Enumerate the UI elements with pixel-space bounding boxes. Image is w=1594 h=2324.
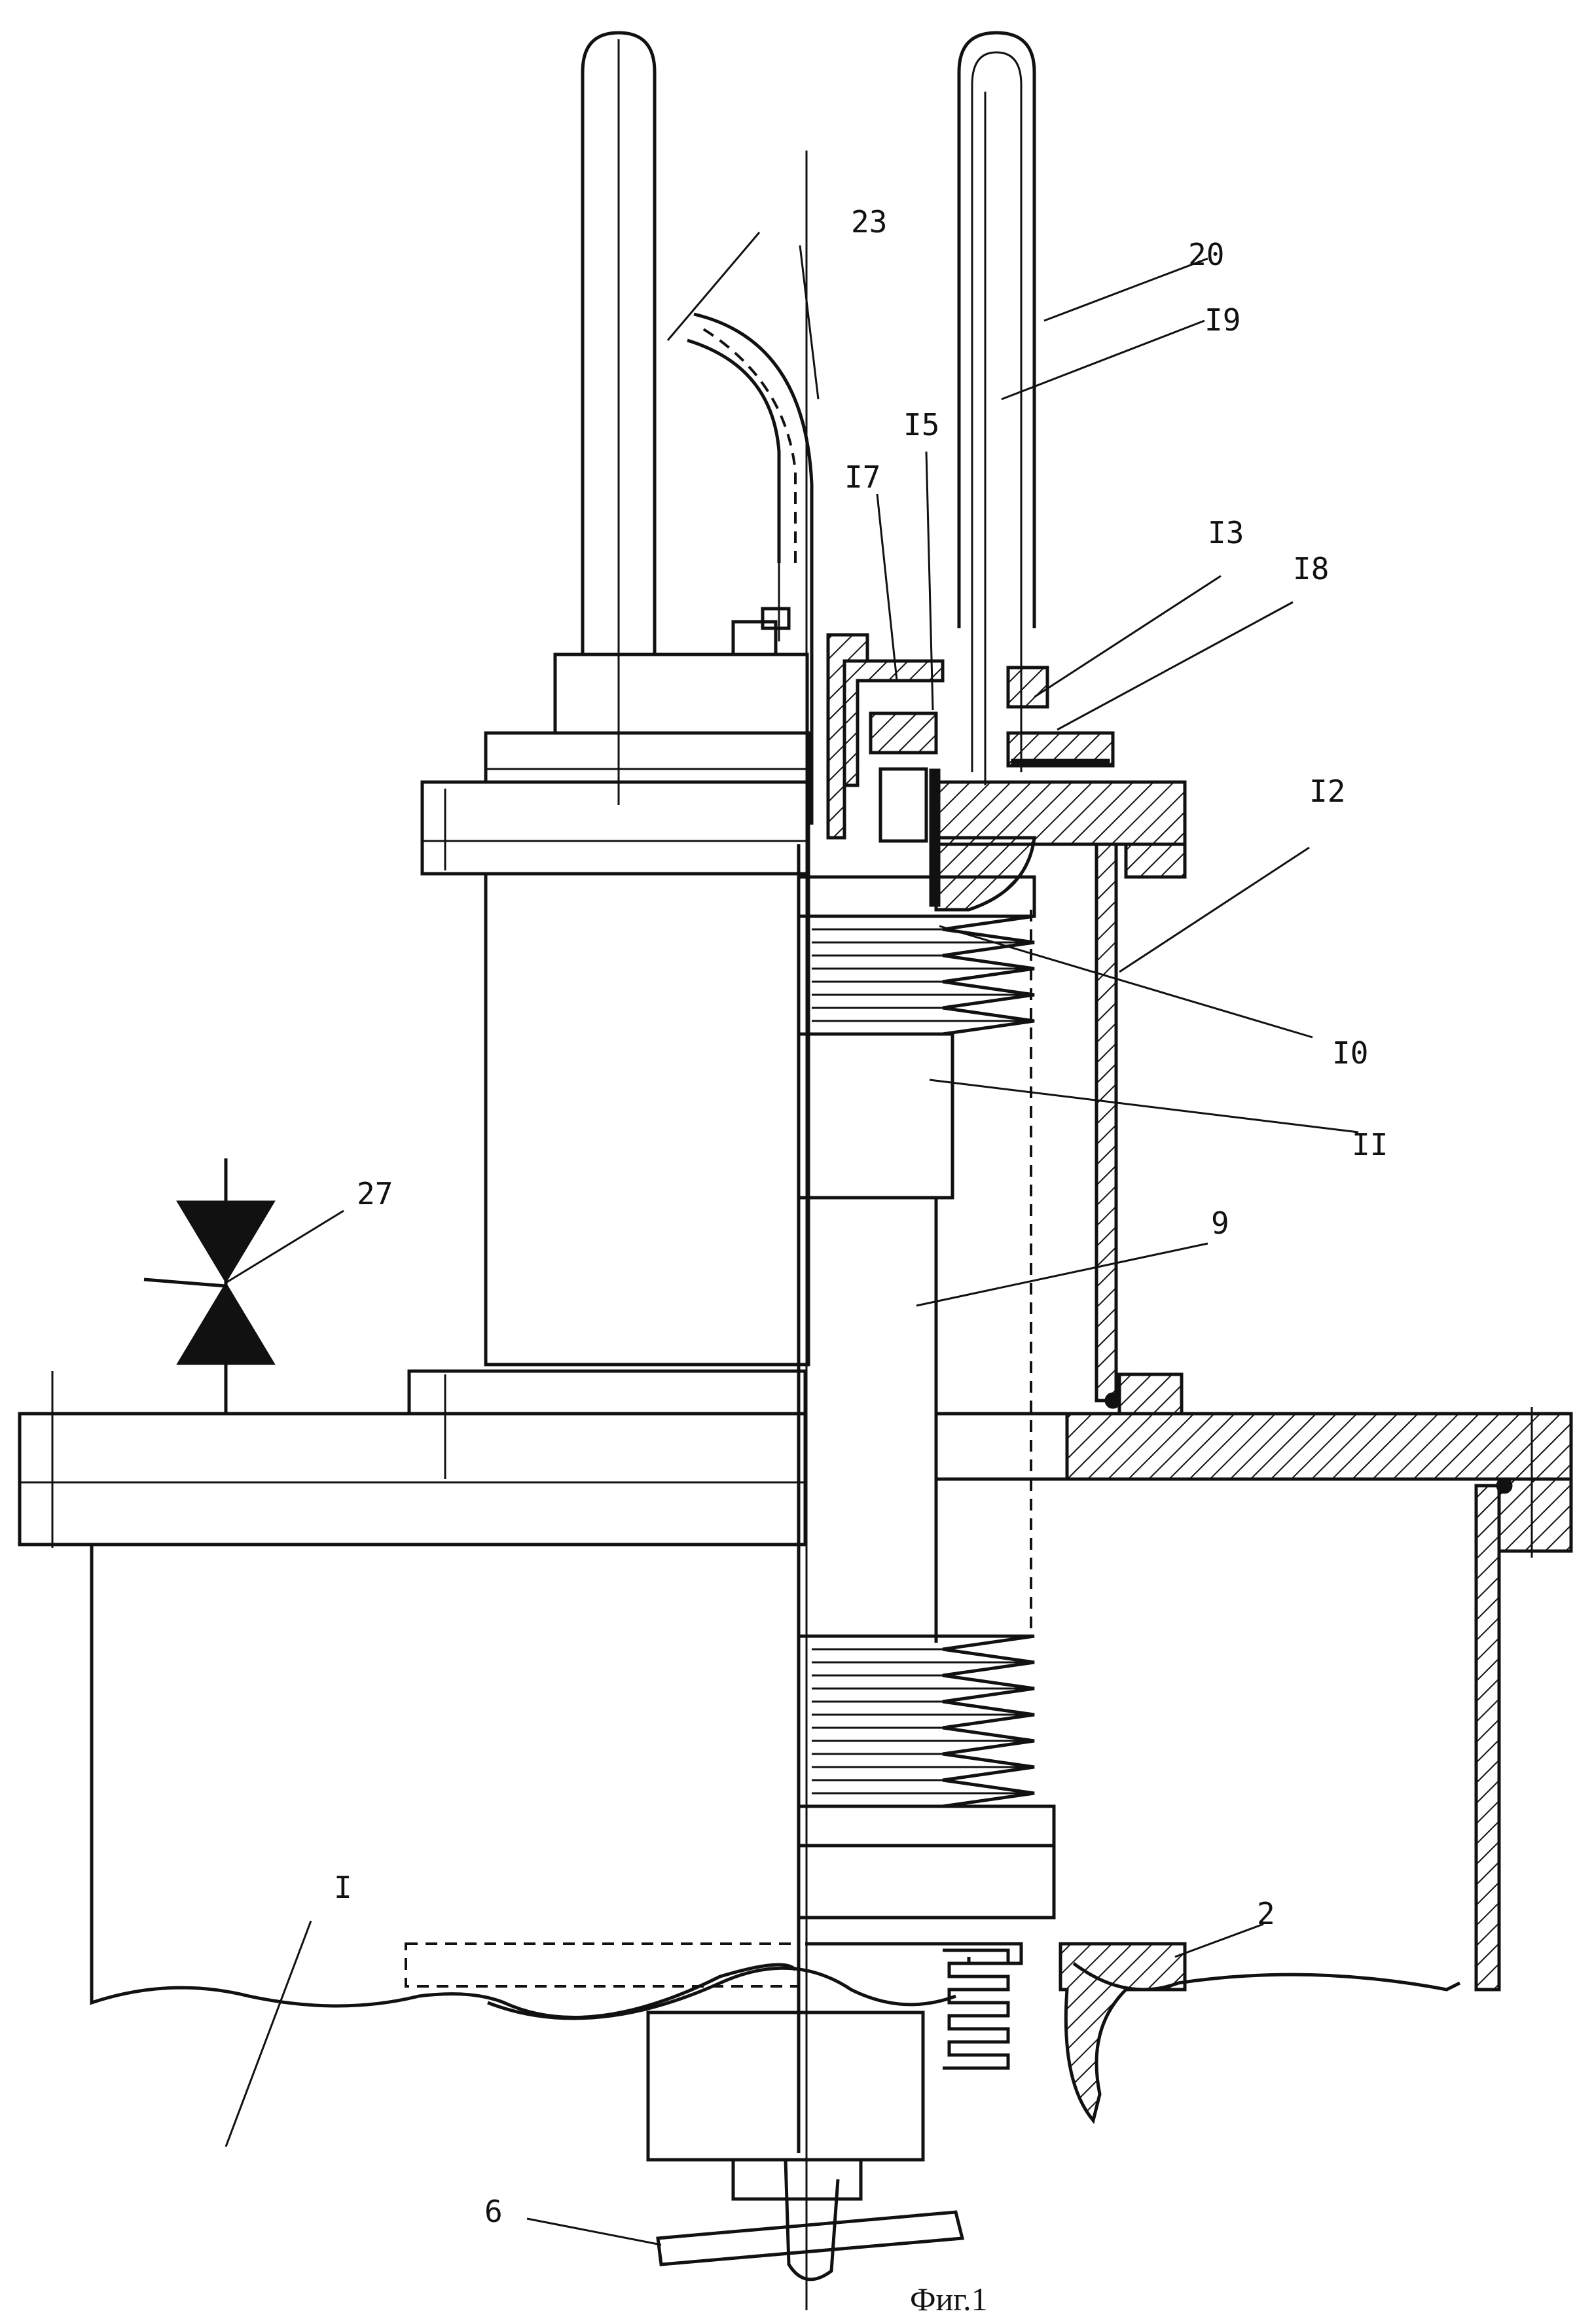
callout-label-II: II [1352, 1127, 1388, 1162]
top-head-assembly [422, 563, 808, 1365]
left-vertical-tube [583, 33, 655, 805]
callout-label-I: I [334, 1870, 352, 1905]
lower-bellows [799, 1636, 1054, 1918]
callout-label-9: 9 [1211, 1206, 1229, 1241]
callout-label-6: 6 [484, 2194, 503, 2229]
main-flange [20, 1371, 1571, 1558]
bent-tube-23 [668, 232, 812, 825]
lower-housing-1 [92, 1486, 1499, 2018]
callout-label-I8: I8 [1293, 551, 1329, 586]
housing-wall-12 [1096, 844, 1182, 1414]
upper-bellows-10 [799, 877, 1034, 1034]
callout-label-I7: I7 [844, 459, 880, 495]
callout-label-27: 27 [357, 1176, 393, 1211]
callout-label-23: 23 [851, 204, 887, 240]
callout-label-I0: I0 [1332, 1035, 1368, 1071]
sleeve-11 [799, 1034, 952, 1198]
callout-label-I3: I3 [1208, 515, 1244, 550]
callout-label-I2: I2 [1309, 774, 1345, 809]
leader-lines [226, 245, 1358, 2245]
callout-label-I5: I5 [903, 407, 939, 442]
valve-27 [144, 1158, 275, 1414]
callout-label-20: 20 [1188, 237, 1224, 272]
shaft-9 [799, 844, 1031, 2153]
callout-label-I9: I9 [1205, 302, 1241, 338]
callout-label-2: 2 [1257, 1896, 1275, 1931]
lower-stem [648, 2012, 962, 2279]
sealing-unit-detail [828, 635, 1185, 910]
figure-caption: Фиг.1 [910, 2281, 988, 2317]
